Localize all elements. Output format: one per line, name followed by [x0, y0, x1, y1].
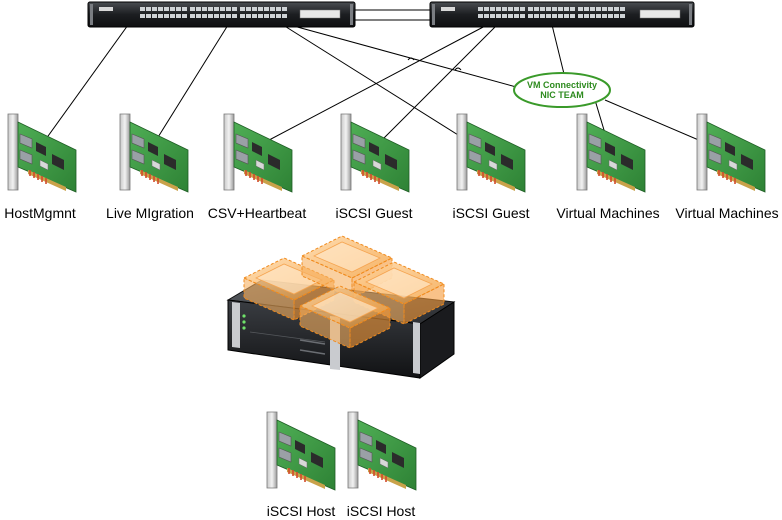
nic-card-hostmgmnt — [7, 113, 77, 193]
nic-card-vm-2 — [696, 113, 766, 193]
link-iscsiguest-2 — [282, 24, 483, 151]
link-csv — [253, 24, 488, 149]
nic-label-iscsiguest-2: iSCSI Guest — [452, 205, 530, 221]
link-livemigration — [149, 24, 229, 151]
nic-card-livemigration — [119, 113, 189, 193]
host-nic-label-2: iSCSI Host — [346, 503, 416, 519]
nic-card-csv — [223, 113, 293, 193]
connection-lines — [37, 9, 723, 151]
link-vm-team-right — [551, 24, 566, 79]
link-vm-team-left — [289, 24, 521, 89]
nic-team-line1: VM Connectivity — [526, 80, 598, 90]
nic-card-iscsihost-2 — [347, 411, 417, 491]
nic-card-iscsihost-1 — [266, 411, 336, 491]
nic-label-csv: CSV+Heartbeat — [207, 205, 307, 221]
nic-team-ellipse — [513, 72, 611, 108]
link-iscsiguest-1 — [371, 24, 498, 151]
switch-left — [87, 1, 356, 28]
nic-card-iscsiguest-1 — [340, 113, 410, 193]
link-hostmgmnt — [37, 24, 129, 151]
nic-team-label: VM Connectivity NIC TEAM — [527, 80, 597, 100]
nic-label-iscsiguest-1: iSCSI Guest — [335, 205, 413, 221]
host-nic-label-1: iSCSI Host — [266, 503, 336, 519]
hyperv-host-server — [226, 235, 456, 379]
nic-label-livemigration: Live MIgration — [106, 205, 194, 221]
nic-card-iscsiguest-2 — [456, 113, 526, 193]
switch-right — [429, 1, 695, 28]
nic-team-line2: NIC TEAM — [540, 90, 584, 100]
nic-label-vm-1: Virtual Machines — [556, 205, 660, 221]
nic-label-vm-2: Virtual Machines — [675, 205, 779, 221]
nic-card-vm-1 — [576, 113, 646, 193]
nic-label-hostmgmnt: HostMgmnt — [4, 205, 76, 221]
